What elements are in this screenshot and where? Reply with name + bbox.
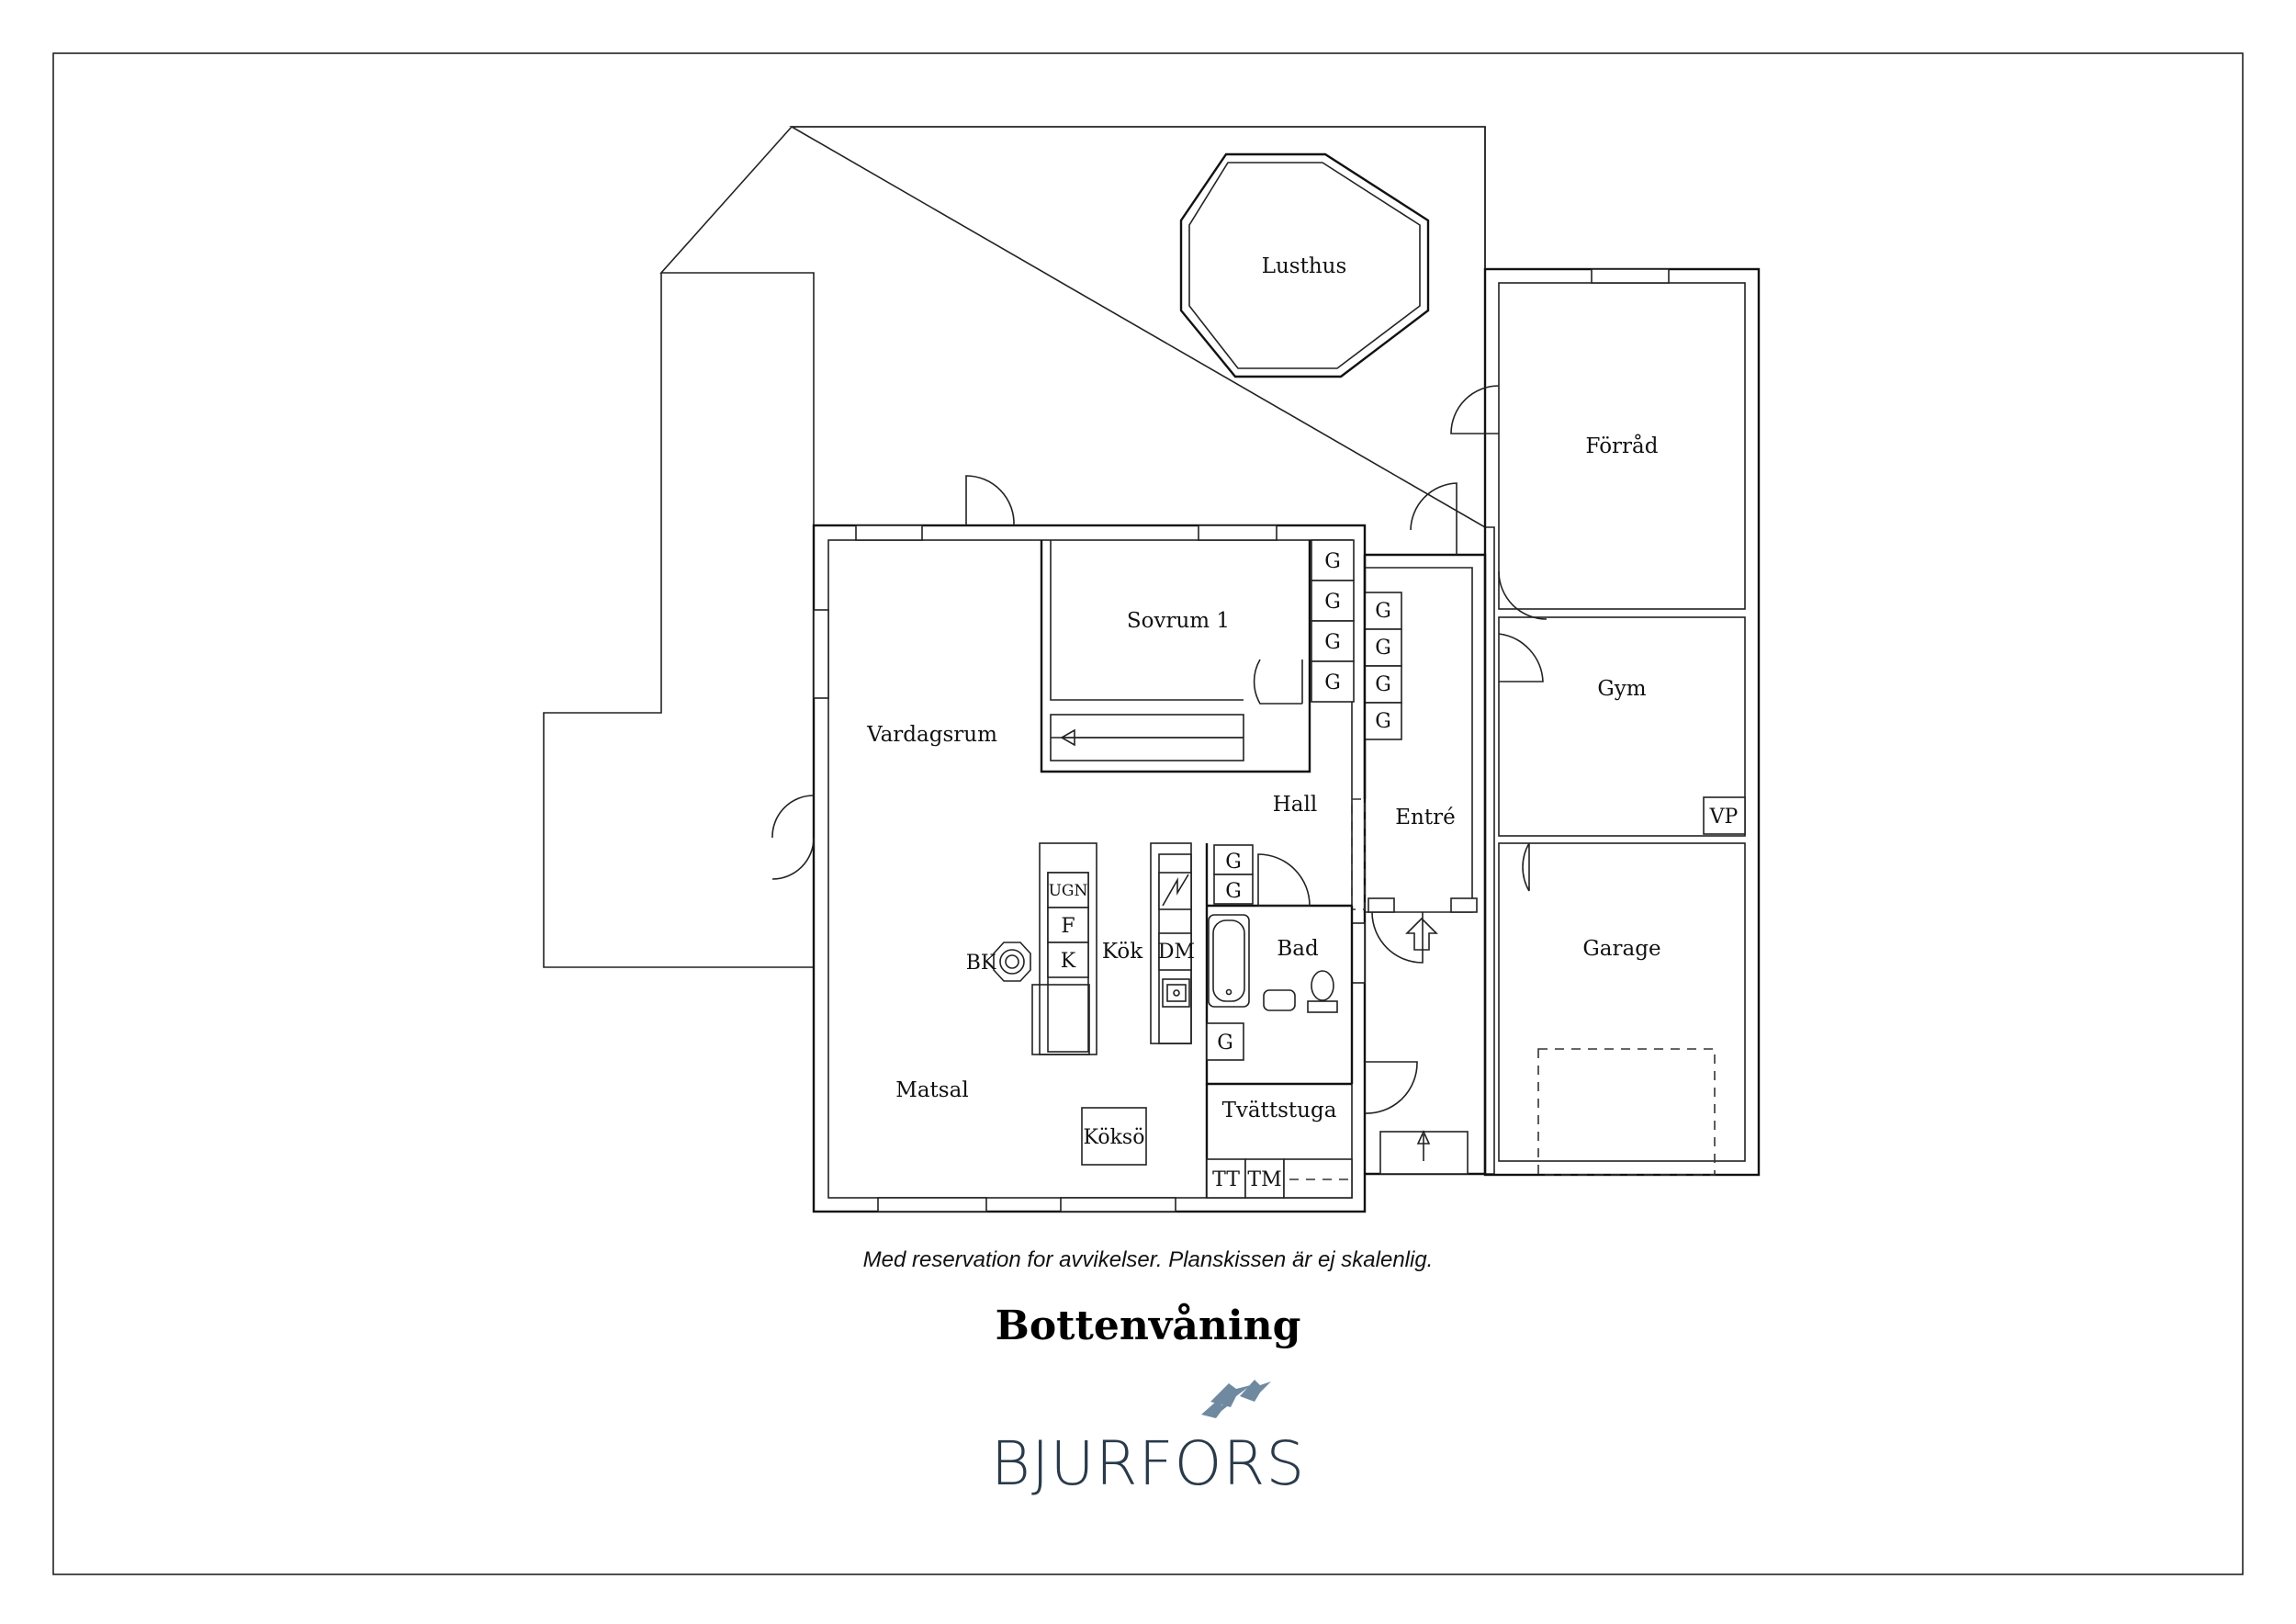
room-label-sovrum1: Sovrum 1 (1127, 609, 1230, 633)
gym-door (1498, 633, 1544, 682)
window-bad-right (1351, 922, 1366, 984)
outbuilding-outer (1483, 267, 1761, 1177)
window-kok-bottom (1060, 1197, 1176, 1212)
freezer-box (1047, 942, 1089, 978)
bad-door (1257, 853, 1311, 907)
page-frame (52, 52, 2244, 1575)
bad-g-box (1206, 1022, 1244, 1061)
bathtub-drain (1225, 988, 1232, 996)
wardrobe-column-hall (1364, 592, 1402, 740)
sovrum-walls-inner (1050, 540, 1244, 701)
room-label-gym: Gym (1597, 677, 1646, 701)
heat-pump-label: VP (1709, 806, 1739, 829)
kitchen-island-label: Köksö (1084, 1126, 1145, 1149)
entry-arrow (1405, 917, 1438, 951)
toilet-tank (1307, 1000, 1338, 1013)
wardrobe-label: G (1324, 671, 1341, 694)
room-label-garage: Garage (1582, 937, 1660, 961)
fireplace-ring (999, 949, 1025, 975)
garage-door (1537, 1048, 1716, 1176)
window-entre-bottom (1367, 897, 1395, 913)
bad-closet-2 (1213, 874, 1254, 905)
laundry-counter (1283, 1158, 1353, 1199)
dishwasher-box (1158, 932, 1192, 971)
room-label-tvattstuga: Tvättstuga (1222, 1099, 1337, 1122)
washer-box (1244, 1158, 1285, 1199)
room-label-forrad: Förråd (1586, 434, 1659, 458)
window-sovrum-top (1198, 524, 1277, 541)
room-label-kok: Kök (1102, 940, 1143, 964)
room-label-entre: Entré (1395, 806, 1455, 829)
window-entre-bottom-2 (1450, 897, 1478, 913)
door-vardagsrum-top (965, 475, 1015, 526)
door-vardagsrum-left-1 (771, 795, 815, 839)
hall-partition (1351, 798, 1366, 910)
room-label-vardagsrum: Vardagsrum (866, 723, 997, 747)
fireplace-label: BK (966, 952, 996, 975)
bathtub (1208, 914, 1250, 1008)
oven-label: UGN (1049, 882, 1088, 900)
door-tvattstuga (1364, 1061, 1418, 1114)
freezer-label: K (1061, 950, 1076, 973)
gazebo (1179, 152, 1430, 378)
kitchen-counter-left-end (1031, 984, 1090, 1055)
window-vardagsrum-left (813, 609, 829, 699)
wardrobe-label: G (1324, 631, 1341, 654)
vp-box (1703, 796, 1746, 835)
forrad-window (1591, 268, 1670, 284)
sovrum-door (1253, 659, 1303, 705)
stove-zigzag (1162, 874, 1189, 907)
sink-drain (1173, 989, 1180, 997)
wardrobe-label: G (1375, 600, 1391, 623)
wardrobe-label: G (1225, 851, 1242, 874)
window-matsal-bottom (877, 1197, 987, 1212)
door-hall-top (1410, 482, 1458, 555)
forrad-door (1450, 385, 1500, 434)
room-label-lusthus: Lusthus (1262, 254, 1347, 278)
sliding-arrow (1060, 728, 1244, 747)
garage-inner (1498, 842, 1746, 1162)
room-label-bad: Bad (1277, 937, 1319, 961)
sovrum-walls (1040, 540, 1311, 773)
door-vardagsrum-left-2 (771, 837, 815, 880)
entry-closet-arrow (1416, 1130, 1431, 1161)
tumble-dryer-box (1206, 1158, 1246, 1199)
washbasin (1263, 989, 1296, 1011)
wardrobe-label: G (1324, 550, 1341, 573)
bathtub-inner (1212, 919, 1245, 1002)
wardrobe-label: G (1375, 637, 1391, 660)
bad-closet-1 (1213, 844, 1254, 875)
wardrobe-label: G (1324, 591, 1341, 614)
toilet (1311, 970, 1334, 1001)
terrace-boundary (659, 126, 1486, 525)
terrace-left (543, 273, 814, 968)
brand-wordmark: BJURFORS (990, 1428, 1306, 1499)
fireplace-core (1005, 954, 1019, 969)
dishwasher-label: DM (1158, 941, 1195, 964)
brand-logo-birds (1201, 1380, 1271, 1418)
forrad-door-2 (1498, 570, 1548, 620)
gym-inner (1498, 616, 1746, 837)
wardrobe-label: G (1217, 1032, 1233, 1054)
gazebo-inner (1188, 162, 1421, 369)
garage-side-door (1522, 842, 1530, 892)
floor-title: Bottenvåning (995, 1303, 1301, 1349)
window-vardagsrum-top (855, 524, 923, 541)
tumble-dryer-label: TT (1212, 1168, 1240, 1191)
wardrobe-label: G (1375, 710, 1391, 733)
room-label-hall: Hall (1273, 793, 1317, 817)
door-entre (1371, 911, 1424, 964)
disclaimer-text: Med reservation for avvikelser. Planskis… (862, 1247, 1434, 1272)
wardrobe-label: G (1225, 880, 1242, 903)
sink-basin (1166, 984, 1187, 1002)
entry-annex-inner (1365, 567, 1473, 913)
washer-label: TM (1247, 1168, 1281, 1191)
fridge-label: F (1061, 915, 1075, 938)
fireplace (993, 942, 1031, 982)
kitchen-island (1081, 1107, 1147, 1166)
wardrobe-column-sovrum (1311, 539, 1355, 703)
wardrobe-label: G (1375, 673, 1391, 696)
room-label-matsal: Matsal (895, 1078, 968, 1102)
